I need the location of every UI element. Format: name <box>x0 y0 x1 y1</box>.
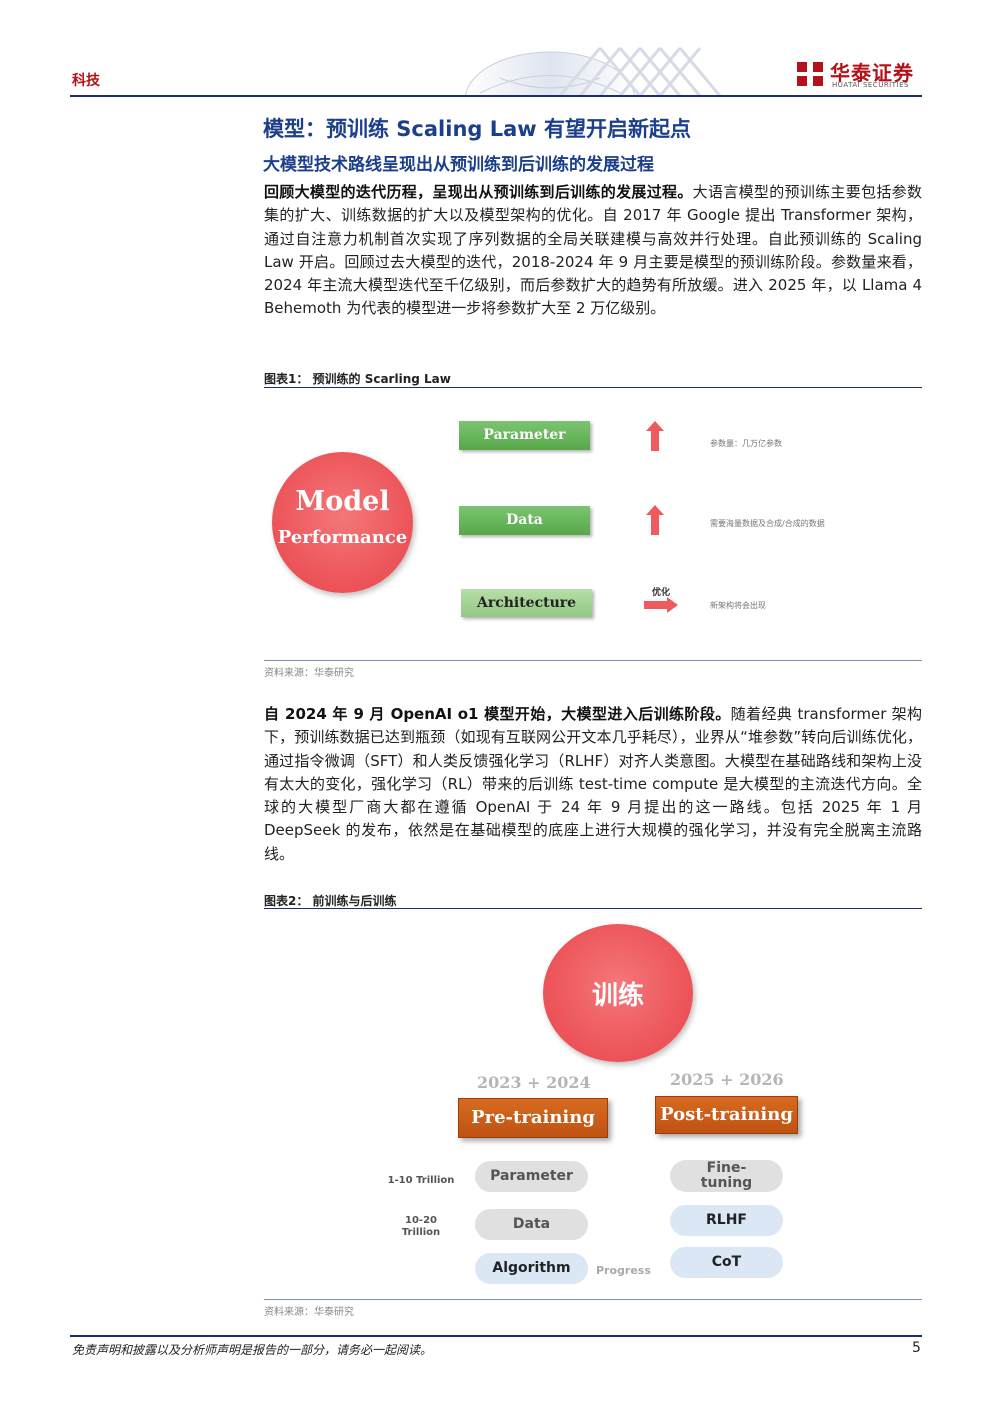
figure-2-title: 图表2： 前训练与后训练 <box>264 894 397 908</box>
cot-pill: CoT <box>670 1247 783 1278</box>
figure-1-title: 图表1： 预训练的 Scarling Law <box>264 372 451 386</box>
parameter-box: Parameter <box>459 421 590 450</box>
section-tag: 科技 <box>72 73 100 89</box>
architecture-box: Architecture <box>461 589 592 617</box>
performance-label: Performance <box>277 527 408 548</box>
figure-1-source: 资料来源：华泰研究 <box>264 668 354 679</box>
footer-rule <box>70 1335 922 1337</box>
year-left: 2023 + 2024 <box>477 1073 591 1092</box>
logo-name: 华泰证券 <box>830 61 914 85</box>
paragraph-2: 自 2024 年 9 月 OpenAI o1 模型开始，大模型进入后训练阶段。随… <box>264 703 922 866</box>
paragraph-1-body: 大语言模型的预训练主要包括参数集的扩大、训练数据的扩大以及模型架构的优化。自 2… <box>264 183 922 318</box>
parameter-scale-label: 1-10 Trillion <box>387 1175 455 1186</box>
fine-tuning-pill: Fine- tuning <box>670 1160 783 1192</box>
paragraph-1: 回顾大模型的迭代历程，呈现出从预训练到后训练的发展过程。大语言模型的预训练主要包… <box>264 181 922 321</box>
model-performance-circle <box>272 452 413 593</box>
figure-2-top-rule <box>264 908 922 909</box>
figure-2-bottom-rule <box>264 1299 922 1300</box>
paragraph-1-lead: 回顾大模型的迭代历程，呈现出从预训练到后训练的发展过程。 <box>264 183 693 201</box>
header-globe-graphic <box>464 47 722 96</box>
page-title: 模型：预训练 Scaling Law 有望开启新起点 <box>263 117 692 141</box>
huatai-logo-icon <box>795 58 825 88</box>
algorithm-pill: Algorithm <box>475 1253 588 1284</box>
page-number: 5 <box>912 1340 921 1356</box>
up-arrow-icon <box>646 505 664 535</box>
training-label: 训练 <box>591 981 644 1011</box>
architecture-note: 新架构将会出现 <box>710 601 766 610</box>
training-circle <box>543 924 693 1062</box>
logo-subtitle: HUATAI SECURITIES <box>832 81 909 89</box>
optimize-label: 优化 <box>652 588 671 598</box>
progress-label: Progress <box>596 1264 651 1277</box>
data-scale-label: 10-20 Trillion <box>401 1215 441 1238</box>
paragraph-2-lead: 自 2024 年 9 月 OpenAI o1 模型开始，大模型进入后训练阶段。 <box>264 705 731 723</box>
right-arrow-icon <box>644 597 678 613</box>
header-rule <box>70 95 922 97</box>
parameter-pill: Parameter <box>475 1161 588 1192</box>
post-training-box: Post-training <box>655 1096 798 1134</box>
figure-2-source: 资料来源：华泰研究 <box>264 1307 354 1318</box>
up-arrow-icon <box>646 421 664 451</box>
data-pill: Data <box>475 1209 588 1240</box>
figure-1-bottom-rule <box>264 660 922 661</box>
data-note: 需要海量数据及合成/合成的数据 <box>710 519 825 528</box>
section-subtitle: 大模型技术路线呈现出从预训练到后训练的发展过程 <box>263 155 654 175</box>
paragraph-2-body: 随着经典 transformer 架构下，预训练数据已达到瓶颈（如现有互联网公开… <box>264 705 923 863</box>
model-label: Model <box>295 486 390 517</box>
footer-disclaimer: 免责声明和披露以及分析师声明是报告的一部分，请务必一起阅读。 <box>72 1343 433 1357</box>
figure-1-top-rule <box>264 387 922 388</box>
pre-training-box: Pre-training <box>458 1098 608 1138</box>
data-box: Data <box>459 506 590 535</box>
rlhf-pill: RLHF <box>670 1205 783 1236</box>
year-right: 2025 + 2026 <box>670 1070 784 1089</box>
parameter-note: 参数量：几万亿参数 <box>710 439 782 448</box>
